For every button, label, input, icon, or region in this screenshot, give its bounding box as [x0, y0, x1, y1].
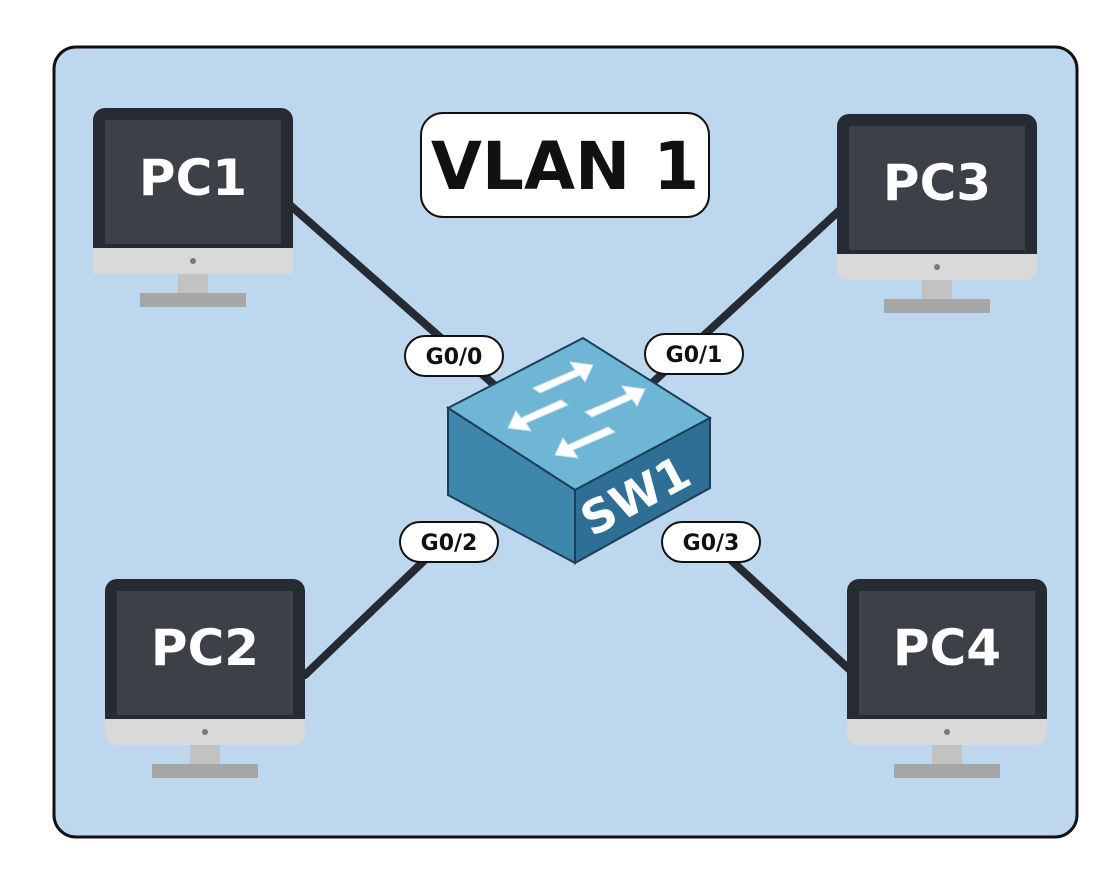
port-label: G0/1 [666, 343, 723, 368]
port-g0-3: G0/3 [661, 521, 761, 563]
vlan-label-box: VLAN 1 [420, 112, 710, 218]
network-switch-icon [446, 336, 712, 565]
monitor-icon [93, 108, 293, 307]
pc2[interactable]: PC2 [105, 579, 305, 778]
pc3[interactable]: PC3 [837, 114, 1037, 313]
link-pc2-sw1 [301, 551, 434, 679]
pc3-label: PC3 [883, 154, 991, 212]
pc1[interactable]: PC1 [93, 108, 293, 307]
pc2-label: PC2 [151, 619, 259, 677]
port-label: G0/3 [683, 531, 740, 556]
port-g0-1: G0/1 [644, 333, 744, 375]
port-label: G0/2 [421, 531, 478, 556]
pc1-label: PC1 [139, 149, 247, 207]
vlan-label: VLAN 1 [431, 128, 699, 205]
port-label: G0/0 [426, 345, 483, 370]
pc4[interactable]: PC4 [847, 579, 1047, 778]
monitor-icon [847, 579, 1047, 778]
port-g0-2: G0/2 [399, 521, 499, 563]
monitor-icon [837, 114, 1037, 313]
link-pc4-sw1 [716, 546, 854, 674]
monitor-icon [105, 579, 305, 778]
pc4-label: PC4 [893, 619, 1001, 677]
port-g0-0: G0/0 [404, 335, 504, 377]
